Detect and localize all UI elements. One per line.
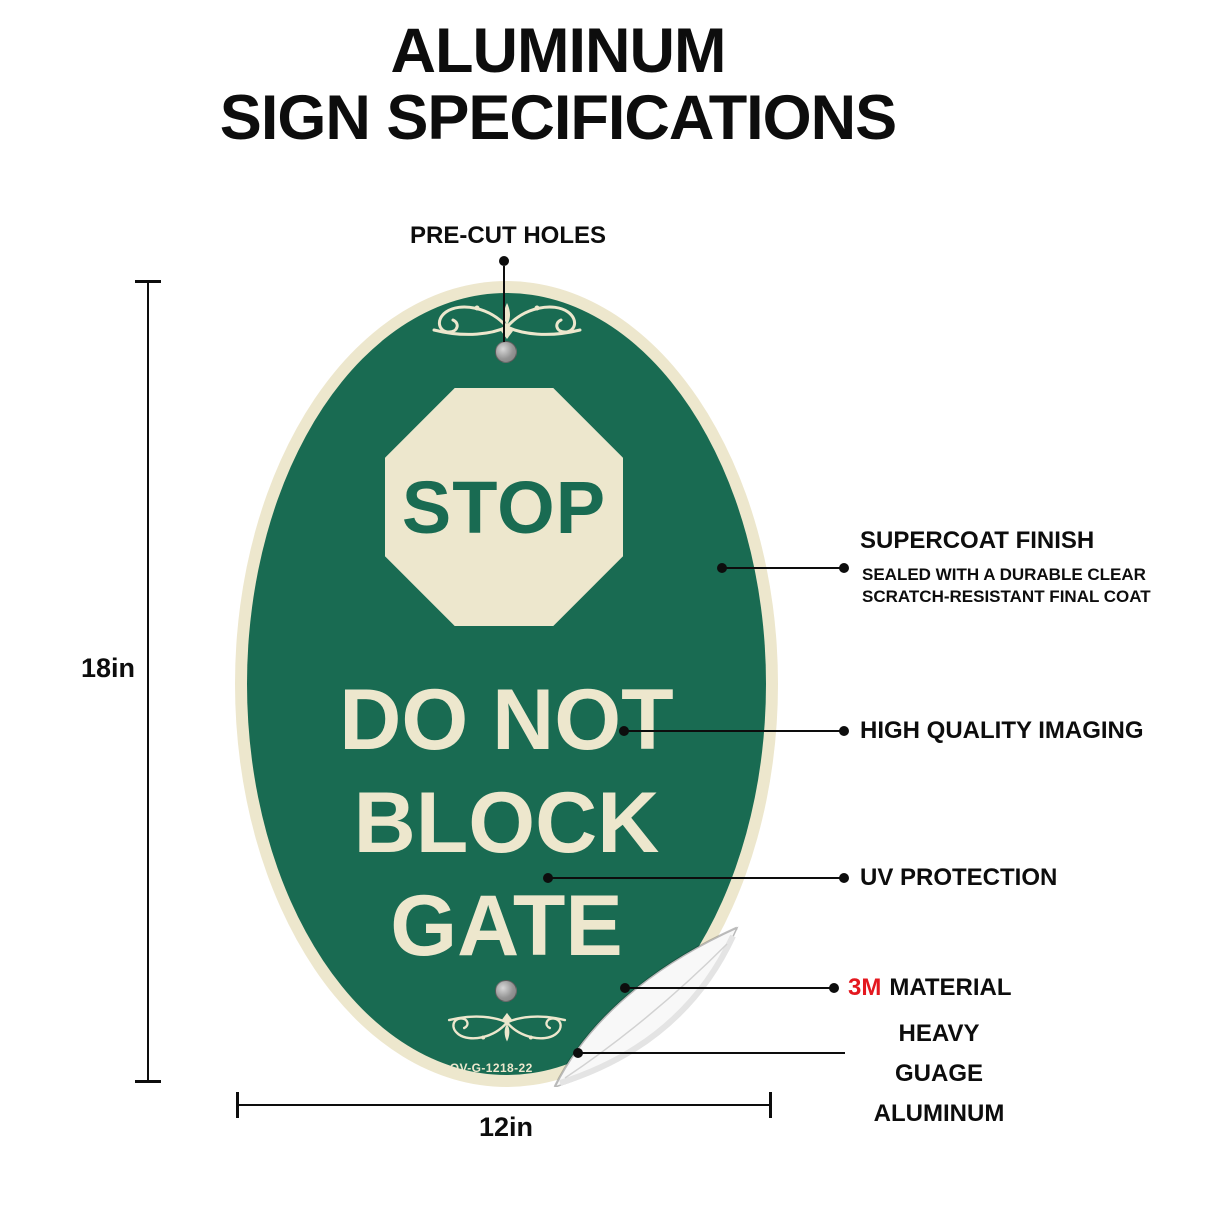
precut-hole-bottom: [495, 980, 517, 1002]
uv-dot: [543, 873, 553, 883]
supercoat-label: SUPERCOAT FINISH: [860, 527, 1095, 554]
imaging-end-dot: [839, 726, 849, 736]
ornament-top-icon: [432, 303, 582, 339]
material-dot: [620, 983, 630, 993]
stop-text: STOP: [401, 465, 607, 549]
height-dimension-label: 18in: [80, 653, 136, 683]
precut-hole-top: [495, 341, 517, 363]
supercoat-end-dot: [839, 563, 849, 573]
material-end-dot: [829, 983, 839, 993]
height-dimension-cap-bottom: [135, 1080, 161, 1083]
uv-protection-label: UV PROTECTION: [860, 864, 1058, 891]
oval-sign: STOP DO NOT BLOCK GATE A-OV-G-1218-22: [235, 281, 778, 1087]
gauge-leader-line: [579, 1052, 845, 1054]
page-title-line2: SIGN SPECIFICATIONS: [219, 83, 897, 153]
stop-octagon-icon: STOP: [385, 388, 623, 626]
precut-leader-line: [503, 266, 505, 342]
supercoat-subtext-line2: SCRATCH-RESISTANT FINAL COAT: [862, 587, 1151, 606]
width-dimension-cap-left: [236, 1092, 239, 1118]
gauge-dot: [573, 1048, 583, 1058]
gauge-label: HEAVY GUAGE ALUMINUM: [853, 1014, 1025, 1134]
imaging-dot: [619, 726, 629, 736]
width-dimension-line: [237, 1104, 771, 1106]
imaging-label: HIGH QUALITY IMAGING: [860, 717, 1144, 744]
sign-message-line1: DO NOT: [339, 672, 674, 768]
height-dimension-line: [147, 281, 149, 1082]
supercoat-subtext-line1: SEALED WITH A DURABLE CLEAR: [862, 565, 1146, 584]
width-dimension-label: 12in: [478, 1112, 534, 1142]
width-dimension-cap-right: [769, 1092, 772, 1118]
imaging-leader-line: [625, 730, 844, 732]
page-title: ALUMINUM SIGN SPECIFICATIONS: [0, 18, 1116, 152]
gauge-label-line2: ALUMINUM: [873, 1100, 1005, 1127]
precut-holes-label: PRE-CUT HOLES: [409, 222, 606, 249]
height-dimension-cap-top: [135, 280, 161, 283]
ornament-bottom-icon: [447, 1012, 567, 1042]
sign-message-line3: GATE: [390, 878, 623, 974]
precut-leader-dot: [499, 256, 509, 266]
material-leader-line: [626, 987, 834, 989]
supercoat-leader-line: [722, 567, 844, 569]
sign-message-line2: BLOCK: [353, 775, 660, 871]
sign-sku: A-OV-G-1218-22: [436, 1061, 533, 1075]
material-brand-3m: 3M: [848, 974, 882, 1001]
page-title-line1: ALUMINUM: [390, 16, 727, 86]
sign-message: DO NOT BLOCK GATE: [235, 669, 778, 978]
uv-end-dot: [839, 873, 849, 883]
peel-corner: [553, 912, 750, 1087]
material-label-text: MATERIAL: [889, 974, 1012, 1001]
uv-leader-line: [549, 877, 844, 879]
material-label: 3M MATERIAL: [848, 974, 1012, 1002]
gauge-label-line1: HEAVY GUAGE: [894, 1020, 983, 1087]
